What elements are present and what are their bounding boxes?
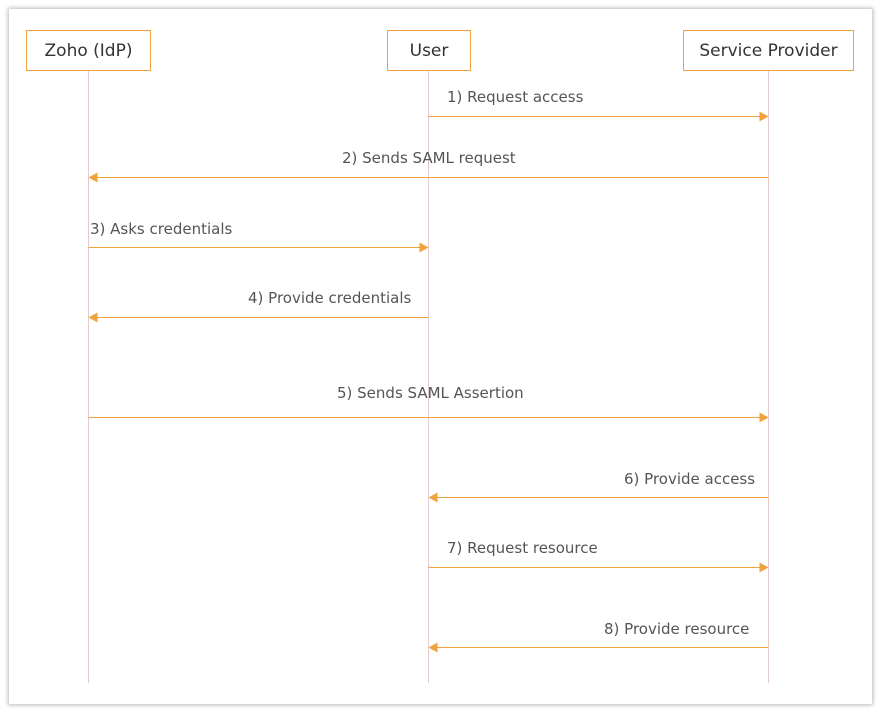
message-label-3: 3) Asks credentials	[90, 220, 233, 238]
participant-zoho-idp: Zoho (IdP)	[26, 30, 151, 71]
message-arrowhead-2	[88, 172, 98, 183]
participant-service-provider: Service Provider	[683, 30, 854, 71]
lifeline-user	[428, 71, 429, 683]
message-label-5: 5) Sends SAML Assertion	[337, 384, 524, 402]
message-label-8: 8) Provide resource	[604, 620, 750, 638]
diagram-frame	[9, 9, 872, 704]
message-label-1: 1) Request access	[447, 88, 584, 106]
message-arrowhead-5	[759, 412, 769, 423]
message-arrowhead-4	[88, 312, 98, 323]
message-label-4: 4) Provide credentials	[248, 289, 412, 307]
message-arrowhead-1	[759, 111, 769, 122]
message-arrowhead-6	[428, 492, 438, 503]
lifeline-zoho-idp	[88, 71, 89, 683]
message-arrowhead-3	[419, 242, 429, 253]
message-label-2: 2) Sends SAML request	[342, 149, 516, 167]
message-label-6: 6) Provide access	[624, 470, 756, 488]
message-label-7: 7) Request resource	[447, 539, 598, 557]
message-arrowhead-7	[759, 562, 769, 573]
message-arrowhead-8	[428, 642, 438, 653]
lifeline-service-provider	[768, 71, 769, 683]
participant-user: User	[387, 30, 471, 71]
